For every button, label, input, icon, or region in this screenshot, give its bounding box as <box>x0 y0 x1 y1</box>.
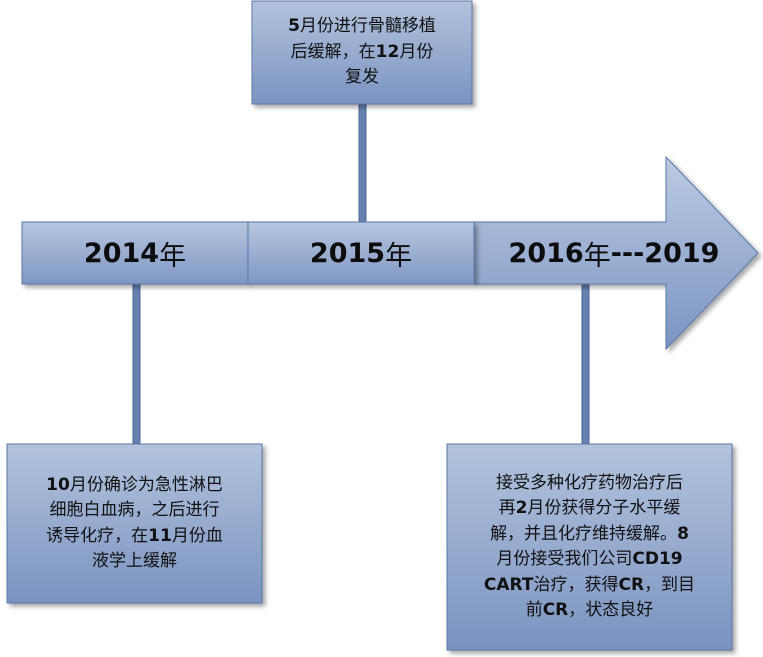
event-emphasis: CART <box>483 574 534 595</box>
event-line: 月份接受我们公司CD19 <box>484 547 695 573</box>
timeline-arrow <box>473 155 759 351</box>
event-text-2014: 10月份确诊为急性淋巴细胞白血病，之后进行诱导化疗，在11月份血液学上缓解 <box>7 444 262 603</box>
event-text-2015: 5月份进行骨髓移植后缓解，在12月份复发 <box>252 1 472 104</box>
event-line: 后缓解，在12月份 <box>288 40 436 66</box>
event-text-run: 月份 <box>399 41 434 62</box>
event-line: 10月份确诊为急性淋巴 <box>46 473 223 499</box>
segment-2014 <box>21 221 249 285</box>
connector-2014 <box>132 282 141 446</box>
event-text-run: 月份进行骨髓移植 <box>299 16 436 37</box>
event-line: 复发 <box>288 65 436 91</box>
event-text-run: 细胞白血病，之后进行 <box>49 500 220 520</box>
event-text-run: 接受多种化疗药物治疗后 <box>495 472 683 493</box>
year-unit: 年 <box>159 240 187 272</box>
connector-2015 <box>358 102 367 224</box>
event-emphasis: 2 <box>515 498 528 518</box>
event-text-run: 月份确诊为急性淋巴 <box>69 474 223 495</box>
event-emphasis: CR <box>618 574 645 595</box>
event-emphasis: 11 <box>148 525 172 546</box>
event-line: 解，并且化疗维持缓解。8 <box>484 522 695 548</box>
event-text-run: 复发 <box>345 67 379 88</box>
event-text-run: 液学上缓解 <box>91 551 177 571</box>
event-text-run: 后缓解，在 <box>290 41 376 62</box>
event-box-2014 <box>6 443 263 604</box>
event-line: 再2月份获得分子水平缓 <box>484 496 695 522</box>
event-emphasis: 8 <box>677 523 689 544</box>
event-line: 细胞白血病，之后进行 <box>46 498 223 524</box>
event-emphasis: 5 <box>288 16 300 37</box>
year-range-end: ---2019 <box>610 237 720 269</box>
year-unit: 年 <box>583 240 611 272</box>
event-text-run: 月份获得分子水平缓 <box>527 498 681 518</box>
year-unit: 年 <box>385 240 413 272</box>
event-line: 接受多种化疗药物治疗后 <box>484 471 695 497</box>
event-line: 诱导化疗，在11月份血 <box>46 524 223 550</box>
event-text-run: 前 <box>525 600 543 620</box>
connector-2016 <box>581 282 590 446</box>
event-emphasis: CR <box>542 600 569 620</box>
event-lines: 5月份进行骨髓移植后缓解，在12月份复发 <box>288 14 436 91</box>
event-text-run: 治疗，获得 <box>533 574 619 595</box>
year-number: 2016 <box>508 237 584 269</box>
event-line: 5月份进行骨髓移植 <box>288 14 436 40</box>
year-number: 2015 <box>309 237 386 269</box>
event-box-2015 <box>251 0 473 105</box>
event-text-run: 月份接受我们公司 <box>496 549 633 569</box>
event-box-2016 <box>446 443 733 651</box>
event-line: 液学上缓解 <box>46 549 223 575</box>
event-text-run: 解，并且化疗维持缓解。 <box>490 523 678 544</box>
event-text-run: 诱导化疗，在 <box>46 525 149 546</box>
event-text-run: 月份血 <box>171 525 223 546</box>
event-emphasis: CD19 <box>632 549 683 569</box>
event-emphasis: 10 <box>46 474 70 495</box>
event-line: 前CR，状态良好 <box>484 598 695 624</box>
segment-2015 <box>247 221 475 285</box>
event-text-run: ，到目 <box>644 574 696 595</box>
event-text-run: 再 <box>498 498 516 518</box>
event-line: CART治疗，获得CR，到目 <box>484 573 695 599</box>
event-lines: 10月份确诊为急性淋巴细胞白血病，之后进行诱导化疗，在11月份血液学上缓解 <box>46 473 223 575</box>
event-text-run: ，状态良好 <box>568 600 654 620</box>
event-emphasis: 12 <box>375 41 400 62</box>
year-number: 2014 <box>83 237 160 269</box>
